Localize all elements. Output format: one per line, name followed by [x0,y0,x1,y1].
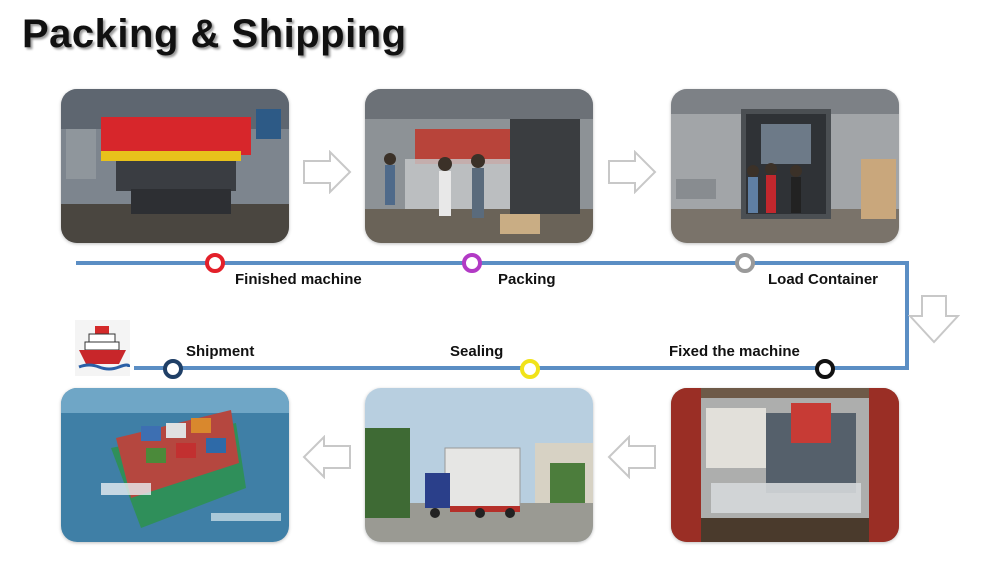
sealing-photo [365,388,593,542]
right-arrow-icon [608,150,657,194]
ship-icon [75,320,130,376]
step-node-packing [462,253,482,273]
step-label-packing: Packing [498,271,556,288]
finished-machine-photo [61,89,289,243]
load-container-photo [671,89,899,243]
step-label-shipment: Shipment [186,343,255,360]
page-title: Packing & Shipping [22,12,407,56]
step-label-sealing: Sealing [450,343,504,360]
left-arrow-icon [607,435,656,479]
down-arrow-icon [908,295,960,344]
fixed-machine-photo [671,388,899,542]
step-node-finished-machine [205,253,225,273]
shipment-photo [61,388,289,542]
step-label-finished-machine: Finished machine [235,271,362,288]
step-node-shipment [163,359,183,379]
step-node-sealing [520,359,540,379]
packing-photo [365,89,593,243]
step-node-fixed-machine [815,359,835,379]
left-arrow-icon [302,435,351,479]
right-arrow-icon [303,150,352,194]
step-label-load-container: Load Container [768,271,879,288]
step-node-load-container [735,253,755,273]
step-label-fixed-machine: Fixed the machine [669,343,800,360]
